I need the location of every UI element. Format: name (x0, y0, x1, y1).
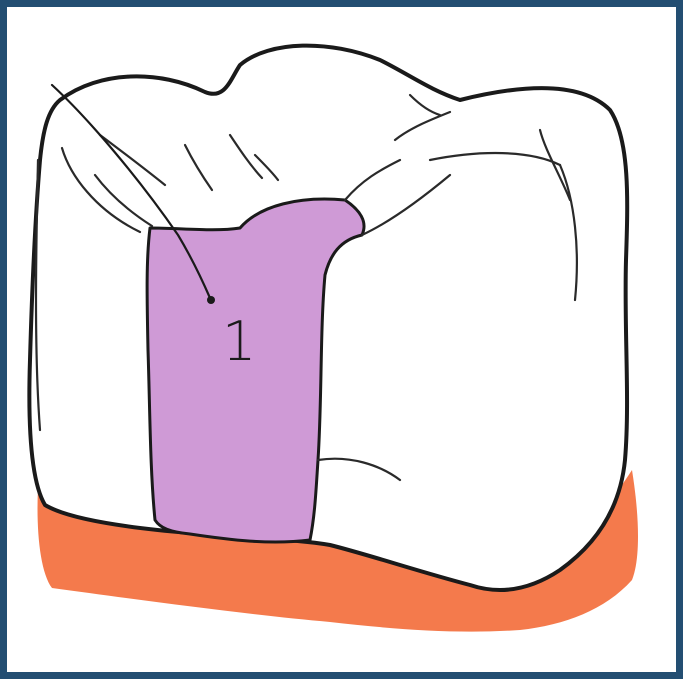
leader-dot (207, 296, 215, 304)
tooth-crown (29, 46, 627, 590)
label-1: 1 (222, 310, 256, 373)
